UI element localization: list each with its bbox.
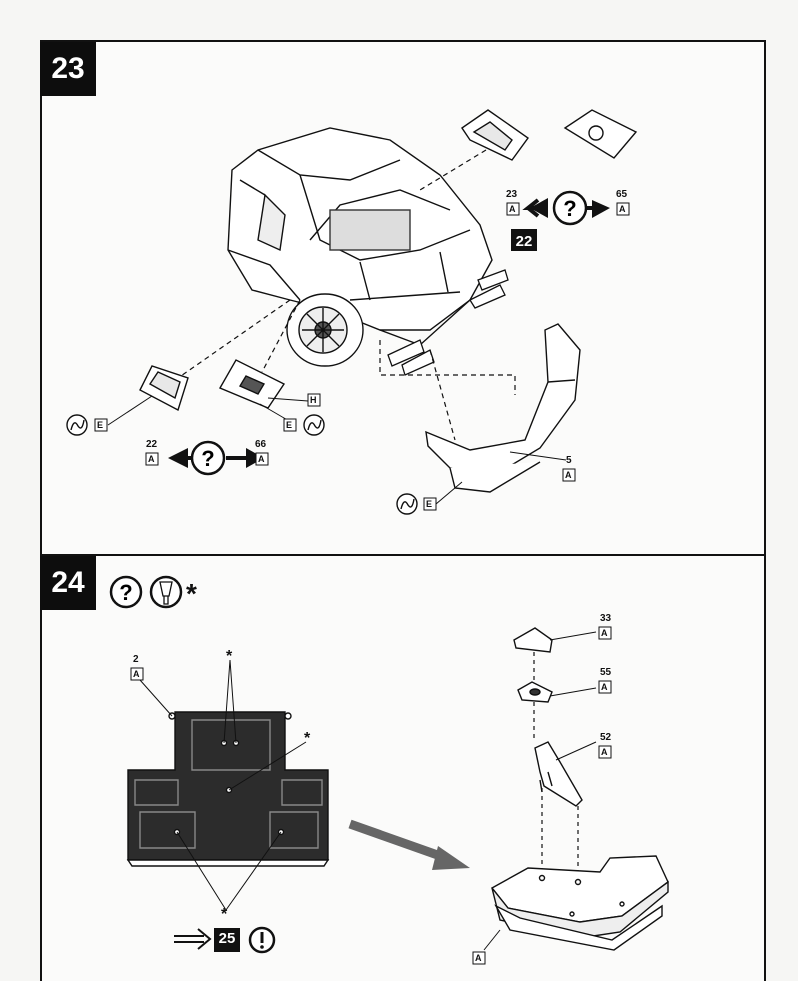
part-5-code: A	[565, 470, 572, 480]
paint-code-e: E	[286, 420, 293, 430]
part-66-plate	[218, 359, 286, 409]
next-step-number: 25	[218, 930, 236, 947]
asterisk-mark: *	[226, 648, 233, 665]
part-23-code: A	[509, 204, 516, 214]
part-33-label: 33	[600, 613, 612, 624]
part-33	[513, 627, 553, 653]
part-55-code: A	[601, 682, 608, 692]
part-55-label: 55	[600, 667, 612, 678]
part-65-label: 65	[616, 189, 628, 200]
part-66-code: A	[258, 454, 265, 464]
part-52-label: 52	[600, 732, 612, 743]
step-23-number: 23	[40, 42, 96, 96]
part-22-code: A	[148, 454, 155, 464]
lower-either-or-arrows: ?	[168, 440, 264, 476]
part-2-floor-pan	[126, 711, 330, 867]
asterisk-mark: *	[221, 906, 228, 923]
asterisk-mark: *	[304, 730, 311, 747]
step-23-leader-lines	[177, 149, 516, 441]
step-24-header-icons: ?	[109, 575, 183, 609]
question-icon	[190, 440, 226, 476]
part-65-plate	[563, 109, 638, 159]
part-2-label: 2	[133, 654, 139, 665]
part-23-plate	[461, 109, 529, 161]
tray-part	[490, 855, 669, 951]
paint-code-e: E	[97, 420, 104, 430]
part-65-code: A	[619, 204, 626, 214]
svg-text:?: ?	[201, 446, 214, 471]
svg-text:?: ?	[119, 580, 132, 605]
part-23-label: 23	[506, 189, 518, 200]
step-reference-badge-text: 22	[516, 233, 533, 250]
car-rear-illustration	[227, 127, 493, 346]
paint-swirl-icon	[66, 414, 418, 515]
step-reference-badge	[511, 229, 537, 251]
assembly-direction-arrow	[348, 819, 470, 870]
svg-text:?: ?	[563, 196, 576, 221]
next-step-indicator	[174, 926, 276, 954]
part-66-label: 66	[255, 439, 267, 450]
arrow-right-icon	[174, 935, 204, 943]
paint-code-e: E	[426, 499, 433, 509]
question-icon	[552, 190, 588, 226]
step-divider	[40, 554, 766, 556]
part-5-label: 5	[566, 455, 572, 466]
rear-wheel	[286, 293, 364, 367]
part-22-label: 22	[146, 439, 158, 450]
part-33-code: A	[601, 628, 608, 638]
part-22-plate	[139, 365, 189, 412]
upper-either-or-arrows: ?	[522, 190, 610, 226]
exhaust-pipes	[387, 269, 509, 376]
star-mark: *	[186, 578, 197, 609]
tray-code: A	[475, 953, 482, 963]
part-52-code: A	[601, 747, 608, 757]
part-55	[517, 681, 553, 703]
paint-code-h: H	[310, 395, 317, 405]
part-5-bumper	[425, 323, 581, 493]
part-2-code: A	[133, 669, 140, 679]
step-24-number: 24	[40, 556, 96, 610]
question-icon	[109, 575, 143, 609]
part-52	[534, 741, 583, 807]
